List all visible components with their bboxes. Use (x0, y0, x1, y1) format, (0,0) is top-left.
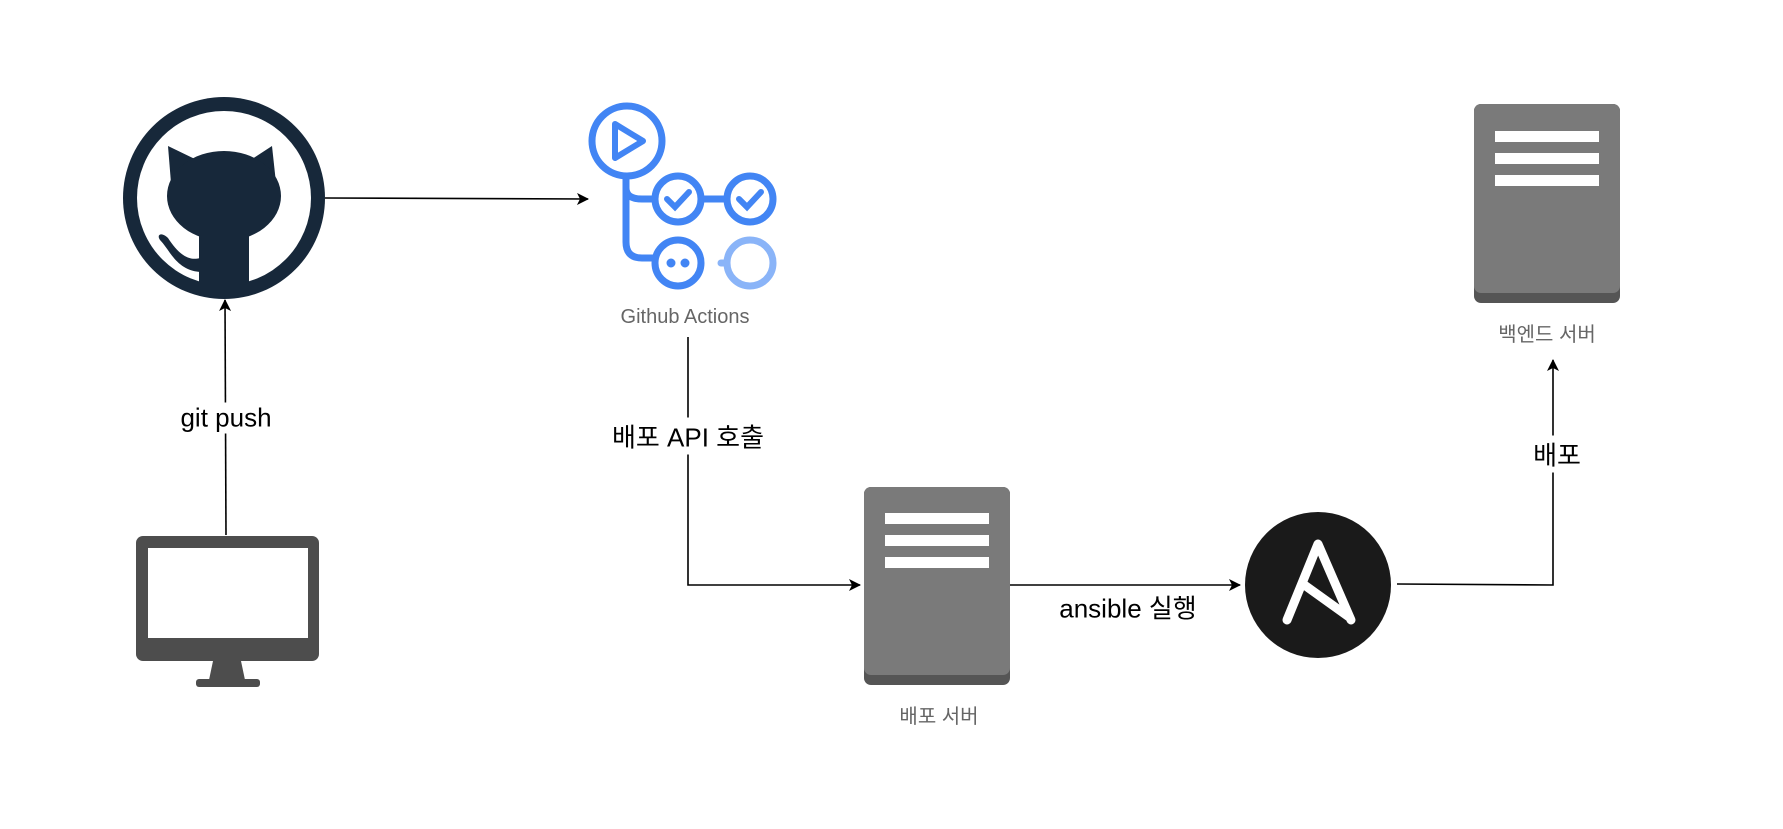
backend-server-label: 백엔드 서버 (1498, 324, 1596, 346)
server-icon (864, 487, 1010, 685)
ansible-run-label: ansible 실행 (1057, 588, 1199, 626)
desktop-computer-icon (136, 536, 319, 687)
deploy-api-call-label: 배포 API 호출 (609, 417, 767, 455)
ansible-icon (1245, 512, 1391, 658)
server-icon (1474, 104, 1620, 303)
git-push-label: git push (178, 402, 274, 434)
github-octocat-icon (123, 97, 325, 299)
github-actions-label: Github Actions (620, 306, 750, 328)
deploy-label: 배포 (1531, 435, 1583, 473)
github-actions-icon (588, 102, 777, 290)
edge-github-to-actions (324, 192, 589, 205)
deploy-server-label: 배포 서버 (899, 706, 979, 728)
edge-actions-to-deploy-server (687, 337, 861, 591)
edge-ansible-to-backend-server (1396, 359, 1559, 586)
